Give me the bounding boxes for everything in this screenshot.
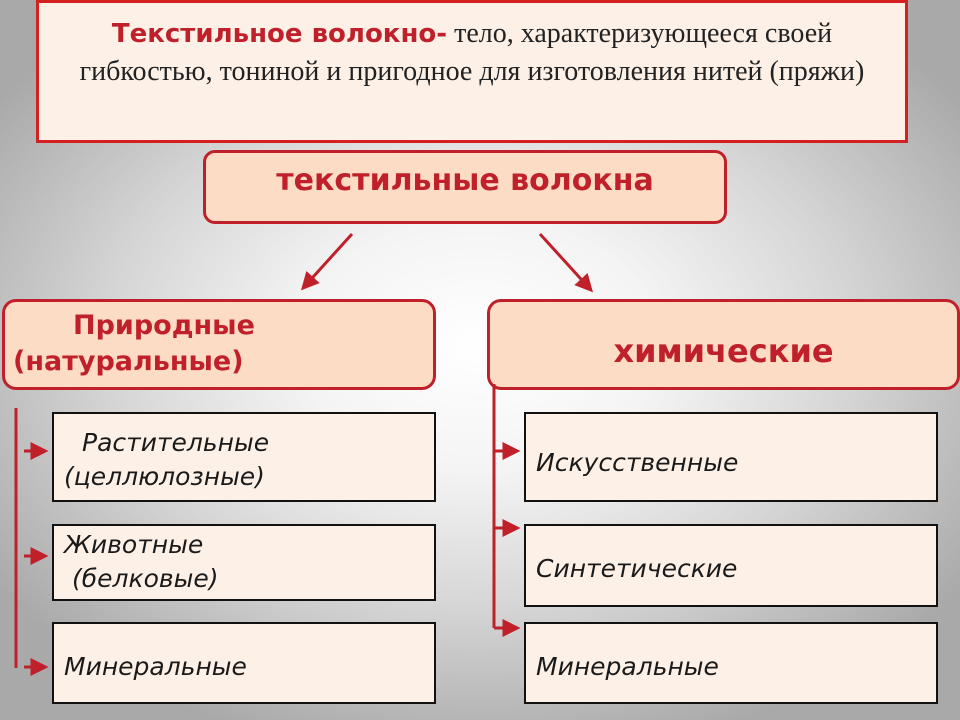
leaf-chemical-mineral: Минеральные <box>524 622 938 704</box>
definition-term: Текстильное волокно- <box>111 19 448 49</box>
leaf-natural-animal-line1: Животные <box>64 530 204 559</box>
leaf-natural-mineral-line1: Минеральные <box>64 652 247 681</box>
category-chemical-label: химические <box>613 332 834 370</box>
leaf-natural-animal-line2: (белковые) <box>72 564 219 593</box>
category-natural: Природные (натуральные) <box>2 299 436 390</box>
category-natural-line1: Природные <box>73 310 255 341</box>
leaf-natural-plant-line1: Растительные <box>82 428 270 457</box>
leaf-chemical-synthetic-line1: Синтетические <box>536 554 738 583</box>
root-label: текстильные волокна <box>276 163 654 198</box>
leaf-natural-animal: Животные (белковые) <box>52 524 436 601</box>
definition-text: тело, характеризующееся своей гибкостью,… <box>79 18 865 87</box>
leaf-natural-plant: Растительные (целлюлозные) <box>52 412 436 502</box>
leaf-natural-mineral: Минеральные <box>52 622 436 704</box>
leaf-chemical-mineral-line1: Минеральные <box>536 652 719 681</box>
category-chemical: химические <box>487 299 960 390</box>
leaf-chemical-synthetic: Синтетические <box>524 524 938 607</box>
definition-box: Текстильное волокно- тело, характеризующ… <box>36 0 908 143</box>
leaf-chemical-artificial-line1: Искусственные <box>536 448 739 477</box>
arrow-root-to-chemical <box>538 232 594 293</box>
root-node: текстильные волокна <box>203 150 727 224</box>
category-natural-line2: (натуральные) <box>13 346 244 377</box>
leaf-natural-plant-line2: (целлюлозные) <box>64 462 265 491</box>
leaf-chemical-artificial: Искусственные <box>524 412 938 502</box>
arrow-root-to-natural <box>300 232 354 291</box>
